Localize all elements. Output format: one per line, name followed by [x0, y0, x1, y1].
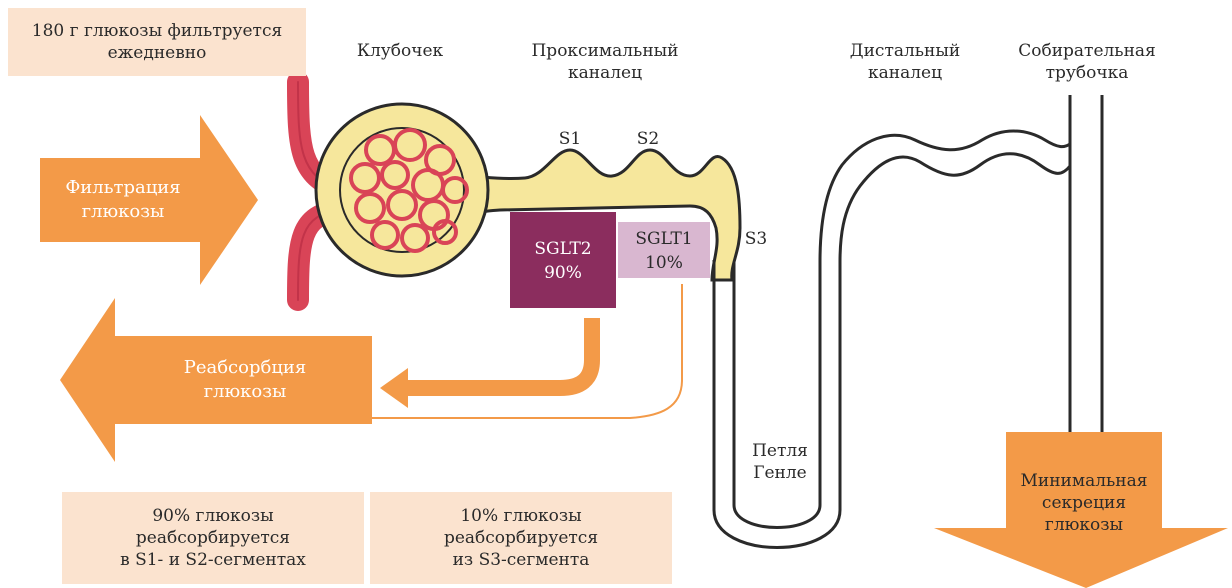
- s1-s2-reabsorption-note: 90% глюкозы реабсорбируется в S1- и S2-с…: [62, 492, 364, 584]
- glomerulus: [316, 104, 488, 276]
- loop-of-henle-label: Петля Генле: [740, 440, 820, 484]
- segment-s2-label: S2: [630, 128, 666, 150]
- sglt2-name: SGLT2: [510, 238, 616, 260]
- proximal-tubule-label: Проксимальный каналец: [505, 40, 705, 84]
- filtration-arrow-label: Фильтрация глюкозы: [48, 176, 198, 224]
- distal-tubule-label: Дистальный каналец: [820, 40, 990, 84]
- sglt1-share: 10%: [618, 252, 710, 274]
- collecting-duct-label: Собирательная трубочка: [992, 40, 1182, 84]
- daily-filtration-note: 180 г глюкозы фильтруется ежедневно: [8, 8, 306, 76]
- collecting-duct: [1070, 95, 1102, 432]
- segment-s1-label: S1: [552, 128, 588, 150]
- glomerulus-label: Клубочек: [330, 40, 470, 62]
- sglt2-reabsorption-path: [400, 318, 592, 388]
- sglt1-name: SGLT1: [618, 228, 710, 250]
- sglt2-box: [510, 212, 616, 308]
- secretion-arrow-label: Минимальная секреция глюкозы: [1006, 470, 1162, 536]
- sglt2-reabsorption-arrowhead: [380, 368, 408, 408]
- sglt2-share: 90%: [510, 262, 616, 284]
- s3-reabsorption-note: 10% глюкозы реабсорбируется из S3-сегмен…: [370, 492, 672, 584]
- distal-tubule: [840, 154, 1070, 262]
- segment-s3-label: S3: [736, 228, 776, 250]
- reabsorption-arrow-label: Реабсорбция глюкозы: [160, 356, 330, 404]
